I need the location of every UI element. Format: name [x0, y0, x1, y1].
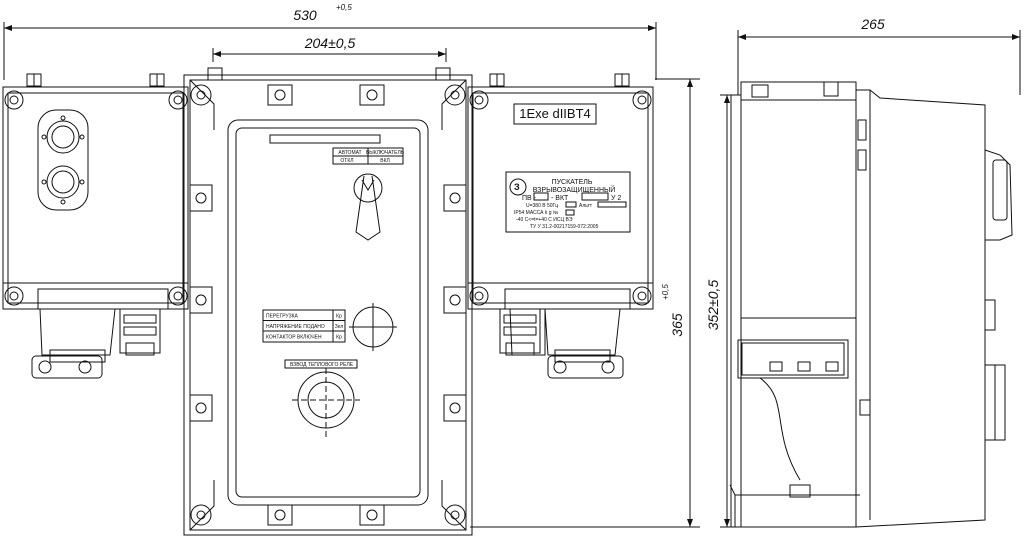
- indicator-label: КОНТАКТОР ВКЛЮЧЕН: [266, 335, 322, 341]
- marking-tag: 1Exe dIIBT4: [519, 106, 591, 121]
- switch-off-label: ОТКЛ: [340, 158, 353, 164]
- dim-overall-height-line: [470, 78, 700, 528]
- indicator-code: Кр: [336, 335, 342, 341]
- overall-height-label: 365: [669, 313, 685, 337]
- nameplate-row-c: -40 С<=t=+40 С ИСЦ ВЭ: [516, 217, 573, 223]
- center-enclosure: [183, 67, 473, 536]
- nameplate-row-a-right: Альтт: [579, 203, 593, 209]
- nameplate-model-prefix: ПВ -: [522, 195, 537, 202]
- relay-reset-label: ВЗВОД ТЕПЛОВОГО РЕЛЕ: [290, 362, 354, 368]
- indicator-code: Кр: [336, 314, 342, 320]
- indicator-code: Зел: [335, 324, 344, 330]
- logo-icon: З: [514, 182, 520, 192]
- nameplate-line2: ВЗРЫВОЗАЩИЩЕННЫЙ: [533, 185, 615, 194]
- nameplate-line1: ПУСКАТЕЛЬ: [552, 179, 593, 186]
- overall-height-tolerance: +0,5: [661, 284, 670, 300]
- dim-depth-line: [737, 30, 1021, 95]
- switch-on-label: ВКЛ: [380, 158, 390, 164]
- switch-header-1: АВТОМАТ: [338, 150, 361, 156]
- right-enclosure: [467, 73, 654, 379]
- dim-overall-width-line: [3, 22, 657, 80]
- nameplate-row-b: IP54 МАССА k g №: [514, 210, 558, 216]
- nameplate-row-a: U=380 В 50Гц: [526, 203, 558, 209]
- left-enclosure: [2, 73, 189, 379]
- dim-mount-width-line: [212, 48, 447, 62]
- nameplate-row-d: ТУ У 31.2-00217159-072:2005: [530, 224, 599, 230]
- indicator-label: НАПРЯЖЕНИЕ ПОДАНО: [266, 324, 325, 330]
- mount-height-label: 352±0,5: [705, 280, 721, 331]
- depth-label: 265: [860, 16, 885, 32]
- mount-width-label: 204±0,5: [304, 35, 356, 51]
- nameplate-model-mid: - ВКТ: [551, 195, 569, 202]
- switch-header-2: ВЫКЛЮЧАТЕЛЬ: [366, 150, 405, 156]
- indicator-label: ПЕРЕГРУЗКА: [266, 314, 299, 320]
- dim-mount-height-line: [720, 94, 740, 528]
- nameplate-model-suffix: У 2: [611, 195, 621, 202]
- overall-width-label: 530: [293, 7, 317, 23]
- overall-width-tolerance: +0,5: [336, 3, 352, 12]
- side-view: [729, 81, 1013, 528]
